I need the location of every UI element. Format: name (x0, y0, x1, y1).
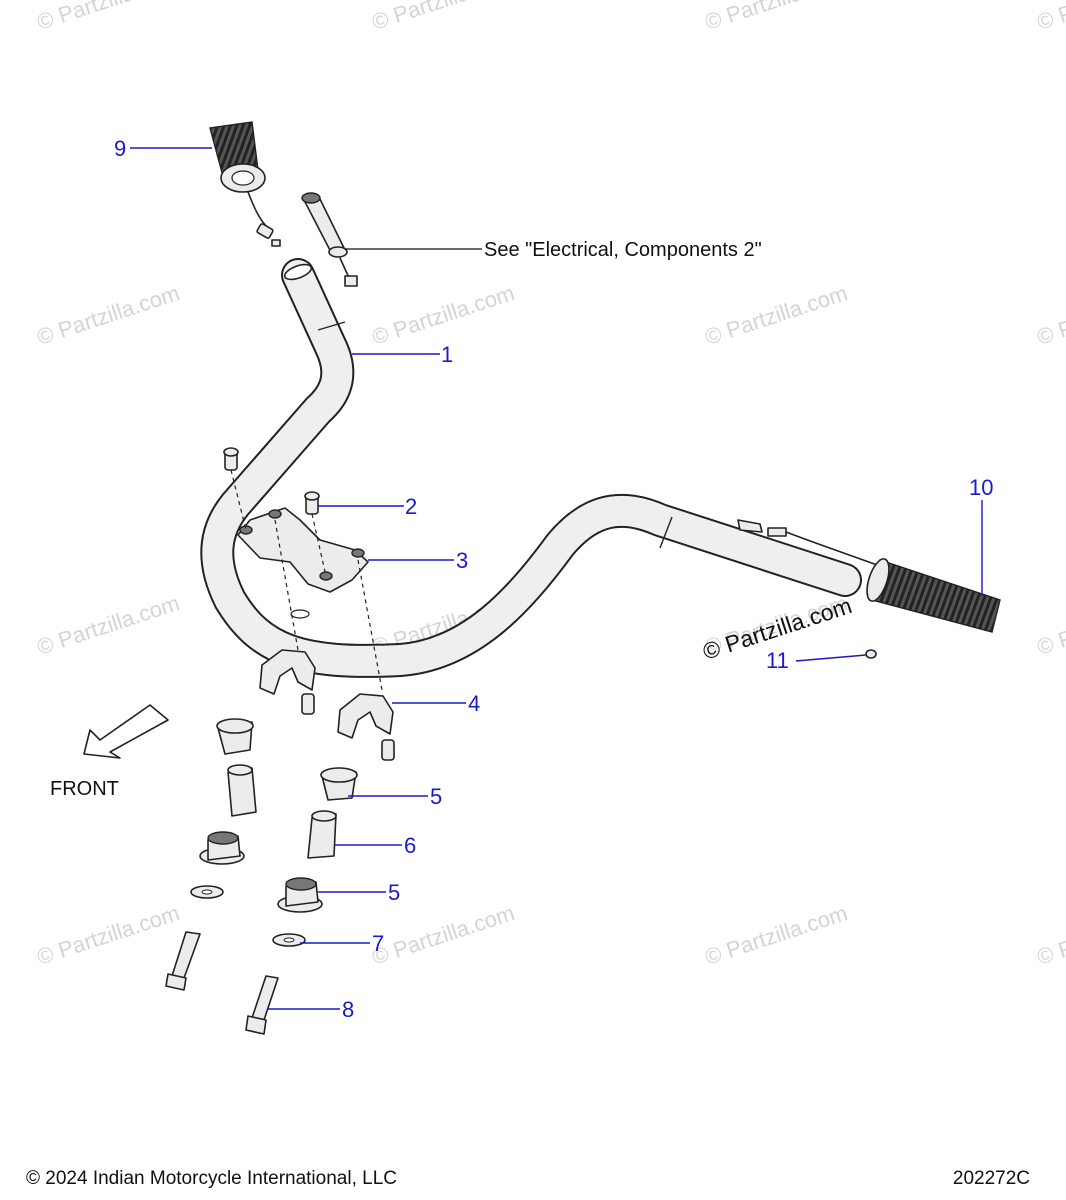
callout-7: 7 (372, 931, 384, 956)
long-bolt-right (245, 975, 279, 1035)
watermark-12: © Partzilla.com (34, 900, 183, 970)
watermark-14: © Partzilla.com (702, 900, 851, 970)
watermark-5: © Partzilla.com (369, 280, 518, 350)
watermark-layer: © Partzilla.com © Partzilla.com © Partzill… (34, 0, 1066, 970)
callout-8: 8 (342, 997, 354, 1022)
bushing-upper-left (216, 718, 254, 755)
callout-5-lower: 5 (388, 880, 400, 905)
washer-right (272, 933, 306, 947)
reference-note: See "Electrical, Components 2" (484, 239, 762, 261)
watermark-1: © Partzilla.com (369, 0, 518, 35)
screw-11 (865, 649, 877, 659)
lower-clamp-left (259, 649, 316, 715)
long-bolt-left (165, 931, 201, 991)
watermark-11: © Partzilla.com (1034, 590, 1066, 660)
bushing-upper-right (320, 767, 358, 801)
watermark-0: © Partzilla.com (34, 0, 183, 35)
riser-clamp-top (237, 507, 369, 593)
front-label: FRONT (50, 778, 119, 800)
watermark-15: © Partzilla.com (1034, 900, 1066, 970)
callout-3: 3 (456, 548, 468, 573)
callout-leaders (130, 147, 983, 1010)
spacer-left (227, 764, 257, 817)
watermark-13: © Partzilla.com (369, 900, 518, 970)
washer-left (190, 885, 224, 899)
handlebar (200, 258, 862, 678)
watermark-4: © Partzilla.com (34, 280, 183, 350)
callout-6: 6 (404, 833, 416, 858)
clamp-bolt-right (304, 491, 320, 515)
throttle-sensor (301, 192, 358, 287)
front-arrow-icon (83, 704, 169, 759)
watermark-8: © Partzilla.com (34, 590, 183, 660)
watermark-2: © Partzilla.com (702, 0, 851, 35)
watermark-6: © Partzilla.com (702, 280, 851, 350)
bushing-lower-right (277, 877, 323, 913)
callout-10: 10 (969, 475, 993, 500)
watermark-7: © Partzilla.com (1034, 280, 1066, 350)
right-grip (737, 519, 1001, 633)
callout-9: 9 (114, 136, 126, 161)
callout-11: 11 (766, 648, 789, 673)
left-grip (209, 121, 281, 247)
callout-2: 2 (405, 494, 417, 519)
watermark-3: © Partzilla.com (1034, 0, 1066, 35)
bushing-lower-left (199, 831, 245, 865)
drawing-number: 202272C (952, 1168, 1030, 1189)
lower-clamp-right (337, 693, 395, 761)
clamp-bolt-left (223, 447, 239, 471)
callout-4: 4 (468, 691, 480, 716)
copyright-text: © 2024 Indian Motorcycle International, … (26, 1168, 397, 1189)
callout-5-upper: 5 (430, 784, 442, 809)
callout-1: 1 (441, 342, 453, 367)
spacer-right (307, 810, 337, 859)
